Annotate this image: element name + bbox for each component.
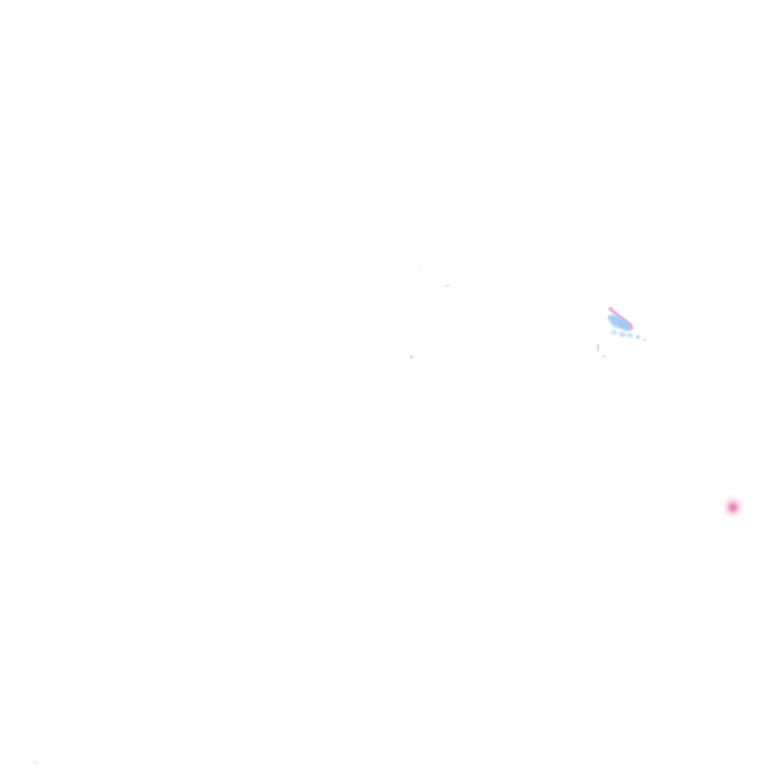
brush-smudge-blue-side-dot xyxy=(608,315,612,320)
brush-smudge-pink-edge xyxy=(608,307,633,328)
brush-spray-blue-6 xyxy=(602,355,605,358)
paint-blob-pink-halo xyxy=(722,495,744,519)
brush-smudge-blue-wedge-tail xyxy=(616,318,634,334)
brush-spray-blue-4 xyxy=(636,335,640,339)
faint-speck-gray-upper xyxy=(419,268,422,270)
brush-smudge-pink-lower-fleck xyxy=(627,324,635,331)
brush-spray-blue-1 xyxy=(611,330,617,335)
brush-smudge-pink-tip xyxy=(609,307,613,311)
faint-speck-gray-bottom-left xyxy=(31,760,40,766)
brush-spray-blue-3 xyxy=(627,333,633,338)
brush-smudge-blue-wedge-main xyxy=(606,312,627,331)
faint-speck-pink-left xyxy=(410,355,413,359)
faint-dash-pink-upper xyxy=(444,283,451,288)
brush-spray-blue-dash xyxy=(597,344,599,351)
paint-blob-pink-core xyxy=(727,501,739,514)
brush-spray-blue-5 xyxy=(643,338,646,341)
brush-spray-blue-2 xyxy=(619,332,626,337)
